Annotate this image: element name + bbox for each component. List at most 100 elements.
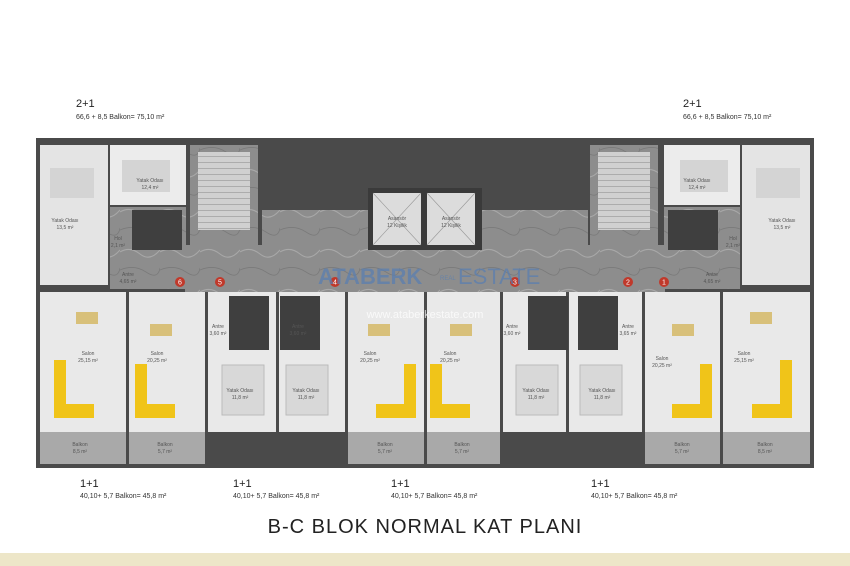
room-name-label: Yatak Odası [522,388,549,394]
unit-area-bottom-1: 40,10+ 5,7 Balkon= 45,8 m² [80,493,167,500]
room-name-label: Yatak Odası [136,178,163,184]
room-area-label: 2,1 m² [111,243,126,249]
room-area-label: 25,15 m² [734,358,754,364]
room-name-label: Yatak Odası [226,388,253,394]
door-marker-circle [623,277,633,287]
dining-tables [76,312,772,336]
unit-title-bottom-1: 1+1 [80,478,99,490]
room-name-label: Salon [82,351,95,357]
door-markers: 6 5 4 3 2 1 [175,277,669,287]
door-marker-circle [175,277,185,287]
door-marker-number: 6 [178,280,182,287]
elevator-block [368,188,482,250]
room-name-label: Yatak Odası [588,388,615,394]
room-area-label: 5,7 m² [455,449,470,455]
room-area-label: 11,8 m² [528,395,545,401]
beds [221,364,623,416]
room-area-label: 5,7 m² [378,449,393,455]
door-marker-number: 4 [333,280,337,287]
room-name-label: Salon [151,351,164,357]
room-name-label: Antre [506,324,518,330]
door-marker-number: 1 [662,280,666,287]
room-area-label: 13,5 m² [774,225,791,231]
stair-right [598,152,650,230]
room-area-label: 3,60 m² [290,331,307,337]
room-name-label: Balkon [72,442,88,448]
stair-left [198,152,250,230]
elevator-name-label: Asansör [388,216,407,222]
room-area-label: 20,25 m² [440,358,460,364]
room-area-label: 3,65 m² [620,331,637,337]
unit-title-top-left: 2+1 [76,98,95,110]
door-marker-number: 5 [218,280,222,287]
room-name-label: Balkon [454,442,470,448]
door-marker-number: 2 [626,280,630,287]
watermark-url: www.ataberkestate.com [366,309,484,321]
unit-area-top-left: 66,6 + 8,5 Balkon= 75,10 m² [76,114,165,121]
room-area-label: 13,5 m² [57,225,74,231]
room-name-label: Balkon [757,442,773,448]
footer-bar [0,553,850,566]
room-name-label: Antre [212,324,224,330]
room-name-label: Yatak Odası [51,218,78,224]
corridor [185,245,665,295]
unit-title-top-right: 2+1 [683,98,702,110]
room-area-label: 11,8 m² [232,395,249,401]
elevator-capacity-label: 12 Kişilik [387,223,407,229]
door-marker-circle [510,277,520,287]
room-area-label: 12,4 m² [689,185,706,191]
room-name-label: Salon [738,351,751,357]
unit-area-bottom-2: 40,10+ 5,7 Balkon= 45,8 m² [233,493,320,500]
watermark: ATABERK REAL ESTATE www.ataberkestate.co… [318,264,540,321]
room-area-label: 8,5 m² [73,449,88,455]
room-area-label: 11,8 m² [298,395,315,401]
room-area-label: 3,60 m² [504,331,521,337]
room-name-label: Salon [656,356,669,362]
door-marker-circle [215,277,225,287]
unit-2plus1-right [664,145,810,289]
room-name-label: Yatak Odası [768,218,795,224]
unit-title-bottom-4: 1+1 [591,478,610,490]
room-area-label: 20,25 m² [652,363,672,369]
door-marker-number: 3 [513,280,517,287]
room-name-label: Antre [292,324,304,330]
room-name-label: Antre [122,272,134,278]
balconies [40,432,810,464]
room-name-label: Antre [706,272,718,278]
door-marker-circle [330,277,340,287]
room-area-label: 3,60 m² [210,331,227,337]
room-name-label: Salon [364,351,377,357]
unit-area-bottom-3: 40,10+ 5,7 Balkon= 45,8 m² [391,493,478,500]
watermark-brand-small: REAL [440,276,456,282]
room-area-label: 12,4 m² [142,185,159,191]
elevator-capacity-label: 12 Kişilik [441,223,461,229]
living-room-sofas [54,360,792,418]
room-name-label: Balkon [377,442,393,448]
room-area-label: 20,25 m² [360,358,380,364]
unit-area-top-right: 66,6 + 8,5 Balkon= 75,10 m² [683,114,772,121]
room-name-label: Yatak Odası [292,388,319,394]
room-area-label: 25,15 m² [78,358,98,364]
room-name-label: Hol [729,236,737,242]
room-name-label: Hol [114,236,122,242]
room-area-label: 5,7 m² [158,449,173,455]
room-name-label: Balkon [157,442,173,448]
watermark-brand-a: ATABERK [318,264,422,289]
unit-area-bottom-4: 40,10+ 5,7 Balkon= 45,8 m² [591,493,678,500]
room-area-label: 8,5 m² [758,449,773,455]
elevator-name-label: Asansör [442,216,461,222]
room-area-label: 20,25 m² [147,358,167,364]
watermark-brand-b: ESTATE [458,264,540,289]
room-area-label: 4,65 m² [120,279,137,285]
room-area-label: 2,1 m² [726,243,741,249]
unit-2plus1-left [40,145,186,289]
door-marker-circle [659,277,669,287]
unit-title-bottom-3: 1+1 [391,478,410,490]
room-name-label: Yatak Odası [683,178,710,184]
room-name-label: Salon [444,351,457,357]
room-area-label: 11,8 m² [594,395,611,401]
